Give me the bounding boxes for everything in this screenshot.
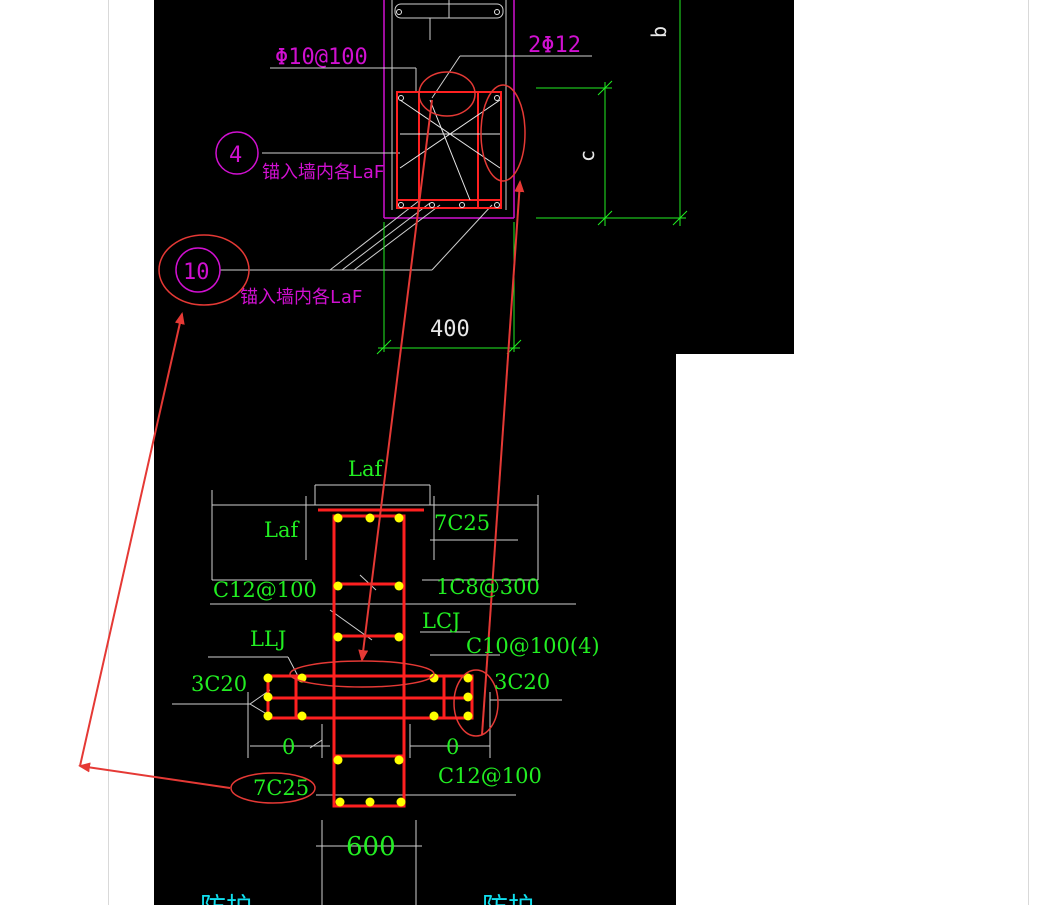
top-rebar-cage bbox=[396, 91, 502, 209]
partial-label-right: 防护 bbox=[482, 893, 534, 905]
stirrup-4leg-label: C10@100(4) bbox=[466, 634, 600, 658]
rebar-dot bbox=[333, 632, 343, 642]
bottom-width-dimension: 600 bbox=[346, 832, 396, 862]
rebar-dot bbox=[365, 513, 375, 523]
stirrup-left-label: C12@100 bbox=[213, 578, 317, 602]
bottom-construction-lines bbox=[172, 484, 576, 905]
stirrup-bottom-label: C12@100 bbox=[438, 764, 542, 788]
top-rebar-dot bbox=[429, 202, 435, 208]
annotation-ellipse-top-side bbox=[480, 84, 526, 182]
annotation-ellipse-7c25 bbox=[230, 772, 316, 804]
annotation-ellipse-llj bbox=[289, 660, 435, 688]
rebar-dot bbox=[463, 673, 473, 683]
dim-left-zero: 0 bbox=[282, 735, 295, 759]
top-bar-label: 2Φ12 bbox=[528, 33, 581, 58]
bottom-longitudinal-bars bbox=[263, 9, 500, 807]
rebar-dot bbox=[365, 797, 375, 807]
arrow-7c25-left bbox=[78, 762, 231, 789]
rebar-dot bbox=[335, 797, 345, 807]
annotation-ellipse-3c20 bbox=[453, 669, 499, 737]
callout-10-circle bbox=[175, 247, 221, 293]
arrow-3c20-to-top bbox=[481, 180, 525, 736]
bars-top-label: 7C25 bbox=[434, 511, 490, 535]
rebar-dot bbox=[333, 581, 343, 591]
laf-left-label: Laf bbox=[264, 518, 300, 542]
bars-right-label: 3C20 bbox=[494, 670, 550, 694]
anchor-note-1: 锚入墙内各LaF bbox=[262, 162, 385, 183]
callout-4-circle bbox=[215, 131, 259, 175]
top-rebar-dot bbox=[396, 9, 402, 15]
rebar-dot bbox=[463, 711, 473, 721]
laf-top-label: Laf bbox=[348, 457, 384, 481]
cad-top-panel bbox=[154, 0, 794, 354]
top-dimensions bbox=[376, 0, 688, 355]
bottom-detail: Laf Laf 7C25 C12@100 1C8@300 LCJ LLJ C10… bbox=[78, 9, 600, 905]
dim-b-label: b bbox=[647, 26, 671, 38]
rebar-dot bbox=[333, 513, 343, 523]
lcj-label: LCJ bbox=[422, 609, 460, 633]
bars-bottom-label: 7C25 bbox=[253, 776, 309, 800]
rebar-dot bbox=[396, 797, 406, 807]
top-rebar-dot bbox=[494, 9, 500, 15]
top-wall-outline bbox=[383, 0, 515, 219]
rebar-dot bbox=[394, 513, 404, 523]
rebar-dot bbox=[429, 673, 439, 683]
anchor-note-2: 锚入墙内各LaF bbox=[240, 287, 363, 308]
top-rebar-dot bbox=[398, 202, 404, 208]
top-rebar-dot bbox=[459, 202, 465, 208]
annotation-arrows bbox=[78, 99, 525, 789]
rebar-dot bbox=[297, 711, 307, 721]
top-stirrup-label: Φ10@100 bbox=[275, 45, 368, 70]
rebar-dot bbox=[394, 632, 404, 642]
top-detail: Φ10@100 2Φ12 4 10 锚入墙内各LaF 锚入墙内各LaF 400 … bbox=[175, 0, 688, 355]
rebar-dot bbox=[463, 692, 473, 702]
callout-4-number: 4 bbox=[229, 143, 242, 168]
dim-right-zero: 0 bbox=[446, 735, 459, 759]
top-rebar-dot bbox=[494, 95, 500, 101]
top-rebar-dot bbox=[494, 202, 500, 208]
callout-10-number: 10 bbox=[183, 260, 210, 285]
rebar-dot bbox=[394, 755, 404, 765]
dim-c-label: c bbox=[575, 150, 599, 162]
arrow-top-to-llj bbox=[358, 99, 433, 662]
dist-bar-label: 1C8@300 bbox=[436, 575, 540, 599]
top-width-dimension: 400 bbox=[430, 317, 470, 342]
arrow-to-callout-10 bbox=[79, 312, 185, 767]
bars-left-label: 3C20 bbox=[191, 672, 247, 696]
rebar-dot bbox=[333, 755, 343, 765]
rebar-dot bbox=[263, 692, 273, 702]
partial-label-left: 防护 bbox=[200, 893, 252, 905]
rebar-dot bbox=[263, 673, 273, 683]
annotation-ellipse-callout-10 bbox=[158, 234, 250, 306]
rebar-dot bbox=[394, 581, 404, 591]
llj-label: LLJ bbox=[250, 627, 286, 651]
cad-bottom-panel bbox=[154, 354, 676, 905]
bottom-rebar-cage bbox=[266, 508, 474, 808]
top-cross-ties bbox=[399, 99, 501, 201]
document-page-border bbox=[108, 0, 1029, 905]
top-rebar-dot bbox=[398, 95, 404, 101]
rebar-dot bbox=[263, 711, 273, 721]
rebar-dot bbox=[429, 711, 439, 721]
annotation-ellipse-top-bar bbox=[418, 71, 476, 117]
top-construction-lines bbox=[220, 0, 592, 271]
